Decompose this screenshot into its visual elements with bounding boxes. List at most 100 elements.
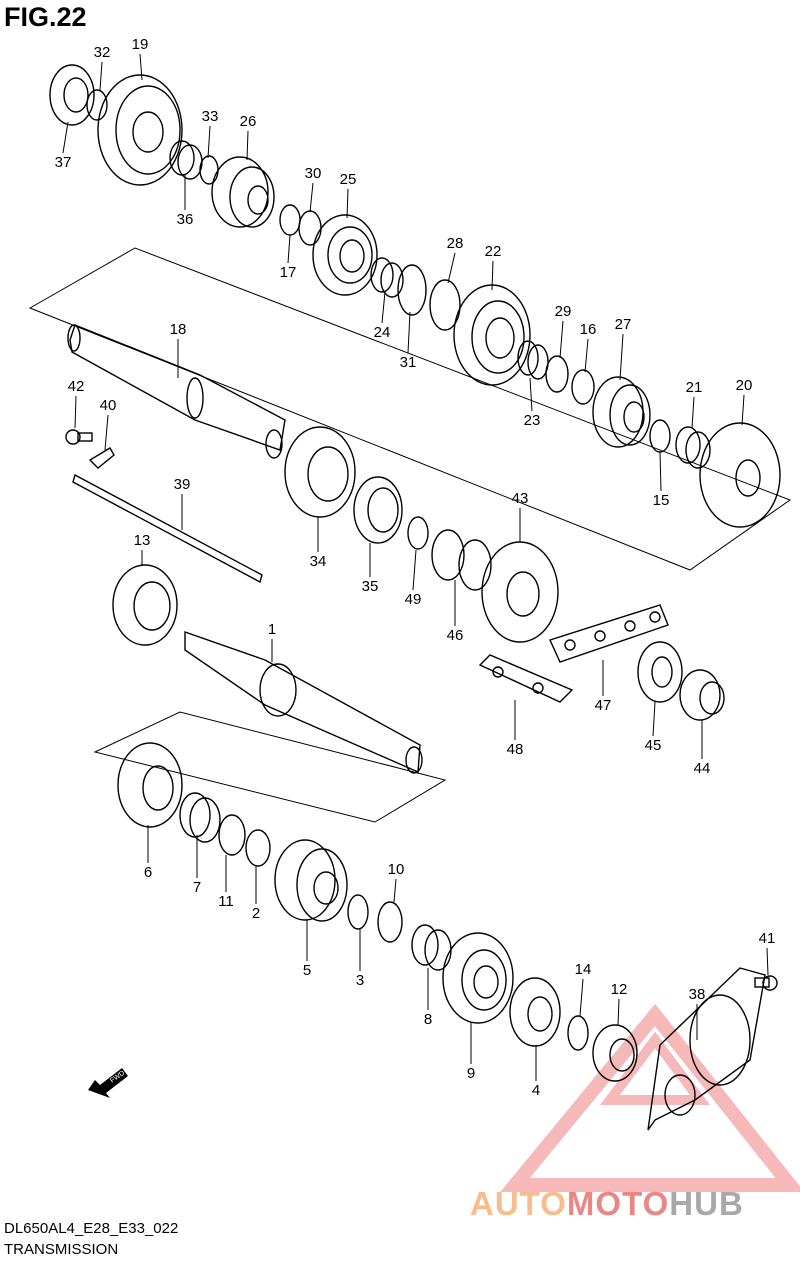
leader-line-22 xyxy=(491,260,494,291)
callout-5: 5 xyxy=(303,962,311,979)
callout-43: 43 xyxy=(512,490,529,507)
leader-line-37 xyxy=(62,121,69,154)
part-6-gear xyxy=(117,742,183,828)
part-21-bushing xyxy=(675,426,711,469)
watermark-auto: AUTO xyxy=(470,1185,567,1222)
leader-line-32 xyxy=(99,61,103,91)
callout-23: 23 xyxy=(524,412,541,429)
part-17-circlip xyxy=(279,204,301,236)
leader-line-33 xyxy=(207,125,211,159)
callout-9: 9 xyxy=(467,1065,475,1082)
callout-10: 10 xyxy=(388,861,405,878)
callout-25: 25 xyxy=(340,171,357,188)
leader-line-12 xyxy=(617,998,620,1026)
part-22-gear xyxy=(453,284,531,386)
leader-line-23 xyxy=(529,377,533,412)
leader-line-31 xyxy=(407,311,411,354)
part-25-gear xyxy=(312,214,378,296)
callout-42: 42 xyxy=(68,378,85,395)
callout-13: 13 xyxy=(134,532,151,549)
part-20-gear xyxy=(699,422,781,528)
part-15-circlip xyxy=(649,419,671,453)
leader-line-29 xyxy=(559,320,564,359)
leader-line-25 xyxy=(346,188,349,219)
part-24-bushing xyxy=(370,257,404,298)
callout-21: 21 xyxy=(686,379,703,396)
callout-26: 26 xyxy=(240,113,257,130)
leader-line-16 xyxy=(584,338,589,373)
leader-line-10 xyxy=(393,878,397,903)
model-code: DL650AL4_E28_E33_022 xyxy=(4,1220,179,1237)
leader-line-27 xyxy=(619,333,624,381)
part-48-chain-joint xyxy=(478,654,574,703)
callout-33: 33 xyxy=(202,108,219,125)
callout-46: 46 xyxy=(447,627,464,644)
part-34-bearing xyxy=(284,426,356,518)
part-40-clamp xyxy=(88,447,115,469)
part-7-bushing xyxy=(179,792,221,843)
part-37-bearing xyxy=(49,64,95,126)
leader-line-28 xyxy=(447,252,456,284)
leader-line-26 xyxy=(246,130,249,161)
callout-8: 8 xyxy=(424,1011,432,1028)
part-23-bushing xyxy=(517,340,549,380)
callout-14: 14 xyxy=(575,961,592,978)
leader-line-42 xyxy=(74,395,77,429)
leader-line-15 xyxy=(659,451,662,492)
part-4-gear xyxy=(509,977,561,1047)
part-13-bearing xyxy=(112,564,178,646)
part-18-countershaft xyxy=(67,324,286,459)
leader-line-17 xyxy=(287,234,291,264)
watermark-moto: MOTO xyxy=(567,1185,669,1222)
figure-title: FIG.22 xyxy=(4,2,87,32)
callout-36: 36 xyxy=(177,211,194,228)
part-29-washer xyxy=(545,355,569,393)
callout-2: 2 xyxy=(252,905,260,922)
callout-group: 1234567891011121314151617181920212223242… xyxy=(55,36,776,1099)
callout-45: 45 xyxy=(645,737,662,754)
callout-29: 29 xyxy=(555,303,572,320)
fwd-arrow: FWD xyxy=(88,1068,128,1098)
part-9-gear xyxy=(442,932,514,1024)
callout-24: 24 xyxy=(374,324,391,341)
leader-line-45 xyxy=(652,701,656,737)
part-28-washer xyxy=(429,279,461,331)
part-39-rod xyxy=(72,473,263,584)
part-5-gear xyxy=(274,839,348,922)
part-12-bearing xyxy=(592,1024,638,1082)
driveshaft-group-outline xyxy=(93,711,447,823)
part-45-washer xyxy=(637,641,683,703)
part-33-washer xyxy=(199,155,219,185)
watermark-hub: HUB xyxy=(669,1185,744,1222)
callout-3: 3 xyxy=(356,972,364,989)
callout-31: 31 xyxy=(400,354,417,371)
part-16-circlip xyxy=(571,369,595,405)
callout-16: 16 xyxy=(580,321,597,338)
callout-12: 12 xyxy=(611,981,628,998)
leader-line-30 xyxy=(309,182,314,213)
leader-line-21 xyxy=(691,396,695,429)
part-1-driveshaft xyxy=(184,631,423,774)
leader-line-40 xyxy=(104,414,109,451)
part-38-retainer xyxy=(647,967,766,1131)
callout-15: 15 xyxy=(653,492,670,509)
callout-37: 37 xyxy=(55,154,72,171)
callout-44: 44 xyxy=(694,760,711,777)
callout-11: 11 xyxy=(218,893,234,910)
part-31-lockwasher xyxy=(397,264,427,316)
section-name: TRANSMISSION xyxy=(4,1241,119,1258)
part-41-bolt xyxy=(754,975,778,991)
callout-17: 17 xyxy=(280,264,297,281)
leader-line-14 xyxy=(579,978,584,1017)
part-3-circlip xyxy=(347,894,369,930)
leader-line-20 xyxy=(741,394,745,426)
leader-line-49 xyxy=(412,549,417,591)
leader-line-24 xyxy=(381,291,386,324)
part-42-bolt xyxy=(65,429,93,445)
callout-27: 27 xyxy=(615,316,632,333)
watermark-text: AUTOMOTOHUB xyxy=(470,1185,744,1222)
callout-19: 19 xyxy=(132,36,149,53)
callout-20: 20 xyxy=(736,377,753,394)
part-11-washer xyxy=(218,814,246,856)
